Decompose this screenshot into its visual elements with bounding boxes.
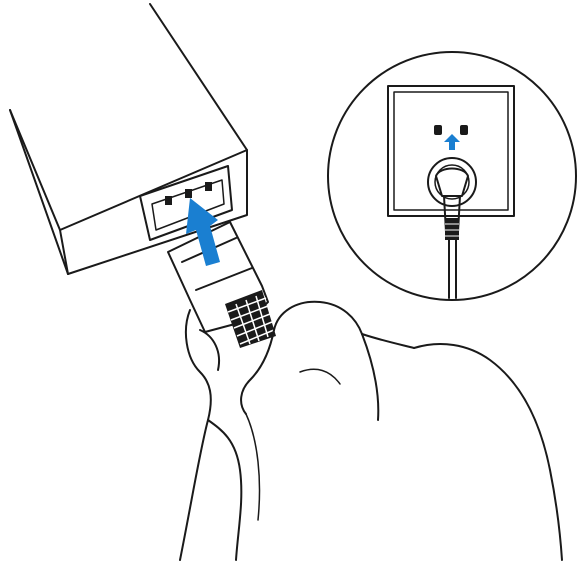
insert-arrow-icon	[186, 198, 220, 266]
hand-icon	[179, 300, 563, 561]
power-cord-plug-icon	[167, 221, 276, 348]
wall-socket-icon	[387, 85, 515, 299]
plug-grip	[225, 290, 276, 348]
socket-arrow-icon	[444, 134, 460, 150]
adapter-port	[139, 165, 233, 241]
wall-socket-inset	[327, 51, 577, 301]
power-adapter-icon	[9, 3, 248, 275]
wall-plug-icon	[427, 157, 477, 240]
